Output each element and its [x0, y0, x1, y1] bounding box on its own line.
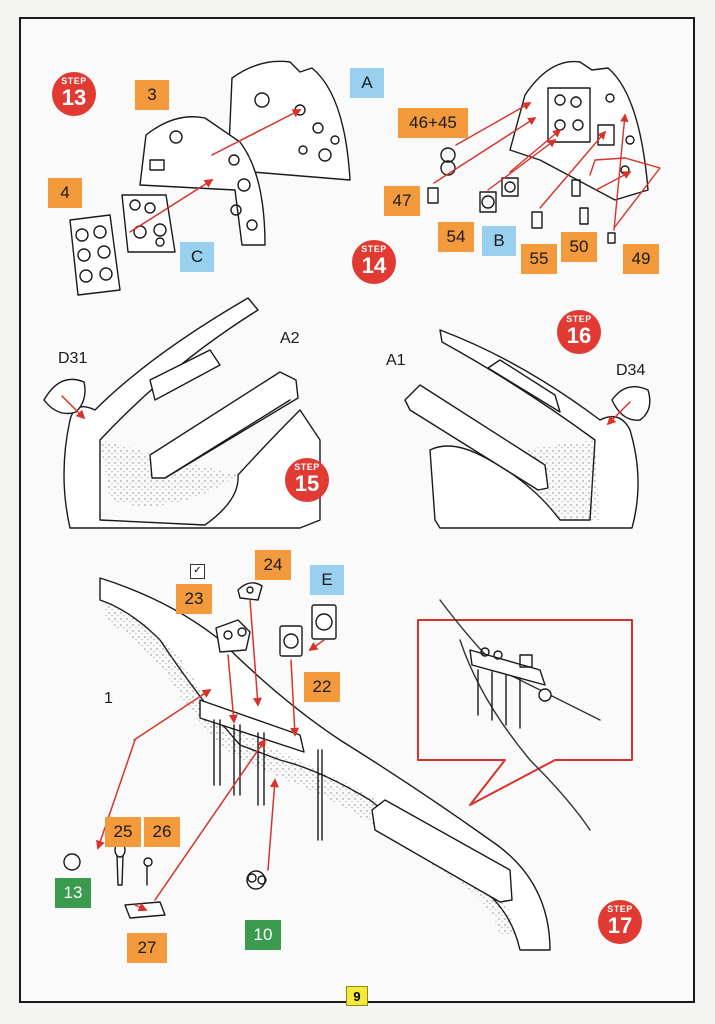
part-tag-13: 13 [55, 878, 91, 908]
part-tag-3: 3 [135, 80, 169, 110]
detail-inset [417, 599, 633, 831]
step-word: STEP [361, 244, 387, 254]
fuselage-left [63, 297, 321, 529]
step-word: STEP [566, 314, 592, 324]
label-D31: D31 [58, 350, 88, 367]
step-word: STEP [61, 76, 87, 86]
part-tag-10: 10 [245, 920, 281, 950]
part-tag-4: 4 [48, 178, 82, 208]
sprue-tag-C: C [180, 242, 214, 272]
fuselage-main [99, 577, 551, 951]
panel-14 [509, 60, 649, 201]
parts-17 [63, 582, 337, 919]
step-word: STEP [294, 462, 320, 472]
part-tag-50: 50 [561, 232, 597, 262]
part-tag-46-45: 46+45 [398, 108, 468, 138]
fuselage-right [404, 329, 639, 529]
part-tag-24: 24 [255, 550, 291, 580]
part-tag-49: 49 [623, 244, 659, 274]
part-tag-25: 25 [105, 817, 141, 847]
part-tag-54: 54 [438, 222, 474, 252]
sprue-tag-E: E [310, 565, 344, 595]
label-A1: A1 [386, 352, 406, 369]
part-tag-22: 22 [304, 672, 340, 702]
check-icon: ✓ [190, 564, 205, 579]
step-number: 14 [361, 253, 387, 278]
label-part-1: 1 [104, 690, 113, 707]
part-tag-26: 26 [144, 817, 180, 847]
panel-4 [69, 214, 121, 296]
step-number: 17 [607, 913, 633, 938]
sprue-tag-A: A [350, 68, 384, 98]
step-word: STEP [607, 904, 633, 914]
step-number: 13 [61, 85, 87, 110]
page-number: 9 [346, 986, 368, 1006]
step-number: 16 [566, 323, 592, 348]
panel-A [227, 60, 351, 181]
step-number: 15 [294, 471, 320, 496]
part-tag-23: 23 [176, 584, 212, 614]
dome-D31 [43, 378, 86, 415]
panel-3 [139, 116, 266, 246]
small-parts-14 [427, 147, 616, 244]
part-tag-27: 27 [127, 933, 167, 963]
label-A2: A2 [280, 330, 300, 347]
panel-C [121, 194, 176, 253]
label-D34: D34 [616, 362, 646, 379]
dome-D34 [611, 386, 651, 421]
part-tag-47: 47 [384, 186, 420, 216]
sprue-tag-B: B [482, 226, 516, 256]
part-tag-55: 55 [521, 244, 557, 274]
